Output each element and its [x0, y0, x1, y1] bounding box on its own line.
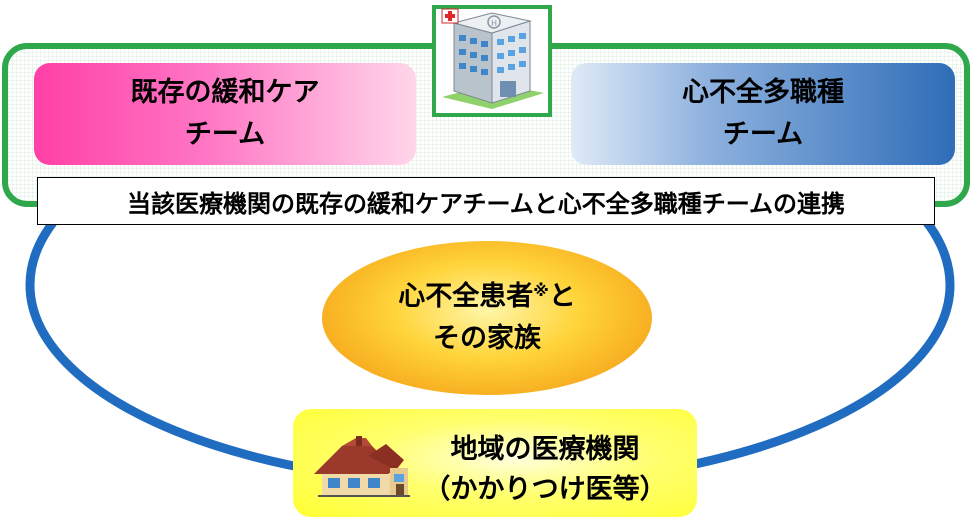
palliative-care-team-line1: 既存の緩和ケア [130, 77, 320, 108]
clinic-line2: （かかりつけ医等） [423, 474, 667, 505]
patient-line2: その家族 [433, 323, 541, 354]
collaboration-caption-text: 当該医療機関の既存の緩和ケアチームと心不全多職種チームの連携 [126, 189, 846, 218]
hospital-icon: H [432, 5, 552, 117]
clinic-line1: 地域の医療機関 [450, 434, 640, 465]
patient-label: 心不全患者 [398, 281, 534, 312]
patient-family-ellipse: 心不全患者※と その家族 [322, 241, 652, 395]
heart-failure-team-line2: チーム [722, 119, 804, 150]
collaboration-caption: 当該医療機関の既存の緩和ケアチームと心不全多職種チームの連携 [37, 177, 935, 225]
heart-failure-team-box: 心不全多職種 チーム [571, 63, 955, 165]
footnote-mark: ※ [533, 281, 549, 300]
house-icon [314, 436, 410, 497]
palliative-care-team-line2: チーム [184, 119, 266, 150]
heart-failure-team-line1: 心不全多職種 [682, 77, 844, 108]
local-clinic-label: 地域の医療機関 （かかりつけ医等） [415, 430, 675, 510]
palliative-care-team-box: 既存の緩和ケア チーム [34, 63, 416, 165]
patient-and: と [548, 281, 576, 312]
svg-text:H: H [491, 19, 497, 28]
patient-line1: 心不全患者※と [398, 276, 576, 318]
